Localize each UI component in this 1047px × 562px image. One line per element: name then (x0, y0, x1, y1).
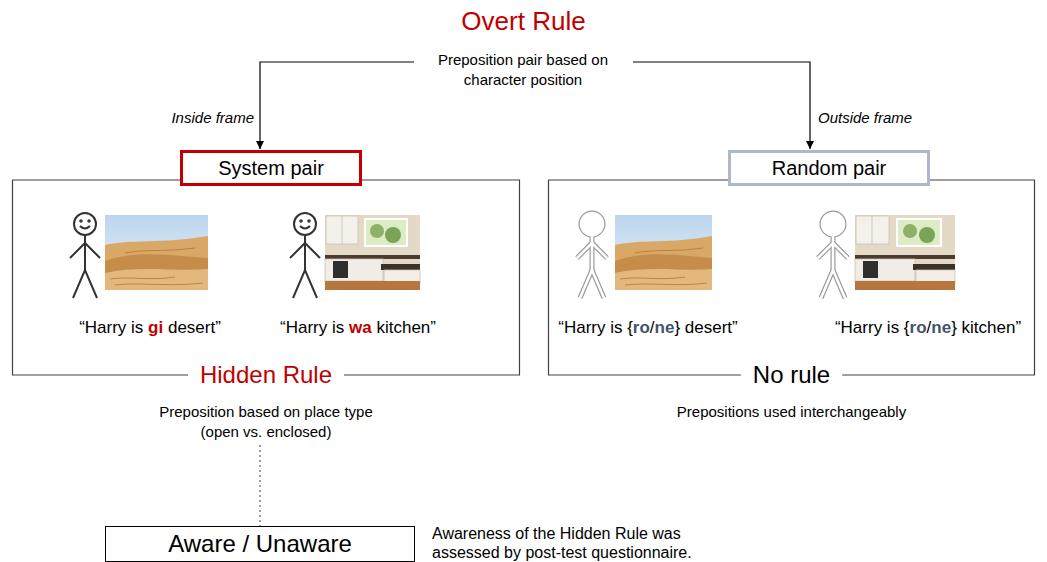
frame-line (930, 179, 1035, 180)
caption: “Harry is {ro/ne} desert” (558, 317, 738, 339)
rule-heading: No rule (749, 360, 834, 390)
outlined-figure (577, 213, 607, 298)
caption-text: “Harry is { (835, 318, 910, 337)
kitchen-photo (325, 281, 420, 290)
kitchen-photo (325, 259, 383, 281)
frame-line (344, 374, 520, 375)
preposition-word: ne (655, 318, 675, 337)
kitchen-photo (333, 261, 348, 278)
kitchen-photo (855, 281, 955, 290)
kitchen-photo (342, 216, 343, 244)
pair-box: System pair (180, 150, 362, 186)
caption-text: desert” (168, 318, 221, 337)
desert-photo (105, 236, 208, 290)
kitchen-photo (856, 216, 889, 244)
stick-figure (290, 213, 320, 298)
note-text: Inside frame (171, 109, 254, 126)
desert-photo (615, 236, 712, 290)
outlined-figure (577, 213, 607, 298)
caption-text: / (650, 318, 655, 337)
note-text: Preposition pair based on character posi… (418, 50, 628, 90)
preposition-word: wa (349, 318, 372, 337)
kitchen-photo (863, 261, 878, 278)
kitchen-photo (326, 216, 358, 244)
desert-photo (615, 215, 712, 290)
note-text: Inside frame (171, 108, 254, 128)
kitchen-photo (381, 264, 420, 270)
desert-photo (620, 248, 707, 285)
kitchen-photo (855, 259, 915, 281)
note-text: Outside frame (818, 109, 912, 126)
caption-text: } desert” (674, 318, 737, 337)
desert-photo (105, 269, 208, 290)
rule-description: Preposition based on place type (open vs… (144, 402, 389, 442)
caption-text: “Harry is { (558, 318, 633, 337)
desert-photo (110, 248, 203, 285)
kitchen-photo (855, 215, 955, 290)
awareness-box: Aware / Unaware (105, 526, 415, 562)
rule-heading: Hidden Rule (196, 360, 336, 390)
caption-text: “Harry is (280, 318, 344, 337)
stick-figure (70, 213, 100, 298)
frame-line (548, 179, 728, 180)
note-text: Awareness of the Hidden Rule was assesse… (432, 525, 692, 561)
rule-frame: No rulePrepositions used interchangeably (548, 180, 1035, 445)
kitchen-photo (855, 215, 955, 290)
kitchen-photo (385, 227, 401, 243)
frame-line (519, 180, 520, 375)
preposition-word: gi (148, 318, 163, 337)
rule-bracket (260, 62, 414, 149)
frame-line (1034, 180, 1035, 375)
caption-text: “Harry is (79, 318, 143, 337)
note-text: Awareness of the Hidden Rule was assesse… (432, 524, 732, 562)
caption-text: } kitchen” (951, 318, 1021, 337)
caption: “Harry is gi desert” (79, 317, 221, 339)
diagram-title: Overt Rule (0, 6, 1047, 36)
rule-description: Prepositions used interchangeably (642, 402, 942, 422)
kitchen-photo (855, 255, 955, 259)
preposition-word: ne (931, 318, 951, 337)
kitchen-photo (919, 227, 935, 243)
caption-text: kitchen” (376, 318, 436, 337)
box-label: System pair (218, 157, 324, 180)
frame-line (548, 180, 549, 375)
preposition-word: ro (633, 318, 650, 337)
pair-box: Random pair (728, 150, 930, 186)
frame-line (842, 374, 1035, 375)
frame-line (12, 179, 180, 180)
note-text: Outside frame (818, 108, 912, 128)
kitchen-photo (325, 255, 420, 259)
preposition-word: ro (910, 318, 927, 337)
caption: “Harry is wakitchen” (280, 317, 436, 339)
rule-bracket (633, 62, 810, 149)
kitchen-photo (325, 215, 420, 290)
frame-line (548, 374, 741, 375)
rule-frame: Hidden RulePreposition based on place ty… (12, 180, 520, 445)
frame-line (362, 179, 520, 180)
frame-line (12, 374, 188, 375)
note-text: Preposition pair based on character posi… (438, 51, 608, 88)
dotted-connector (259, 445, 261, 526)
caption: “Harry is {ro/ne} kitchen” (835, 317, 1021, 339)
kitchen-photo (913, 264, 955, 270)
kitchen-photo (897, 219, 941, 246)
frame-line (12, 180, 13, 375)
caption-text: / (927, 318, 932, 337)
desert-photo (615, 269, 712, 290)
kitchen-photo (370, 224, 384, 238)
desert-photo (105, 215, 208, 290)
kitchen-photo (365, 219, 407, 246)
box-label: Random pair (772, 157, 887, 180)
box-label: Aware / Unaware (168, 530, 352, 558)
kitchen-photo (872, 216, 873, 244)
outlined-figure (818, 213, 848, 298)
kitchen-photo (903, 224, 917, 238)
kitchen-photo (325, 215, 420, 290)
outlined-figure (818, 213, 848, 298)
desert-photo (615, 215, 712, 290)
desert-photo (105, 215, 208, 290)
